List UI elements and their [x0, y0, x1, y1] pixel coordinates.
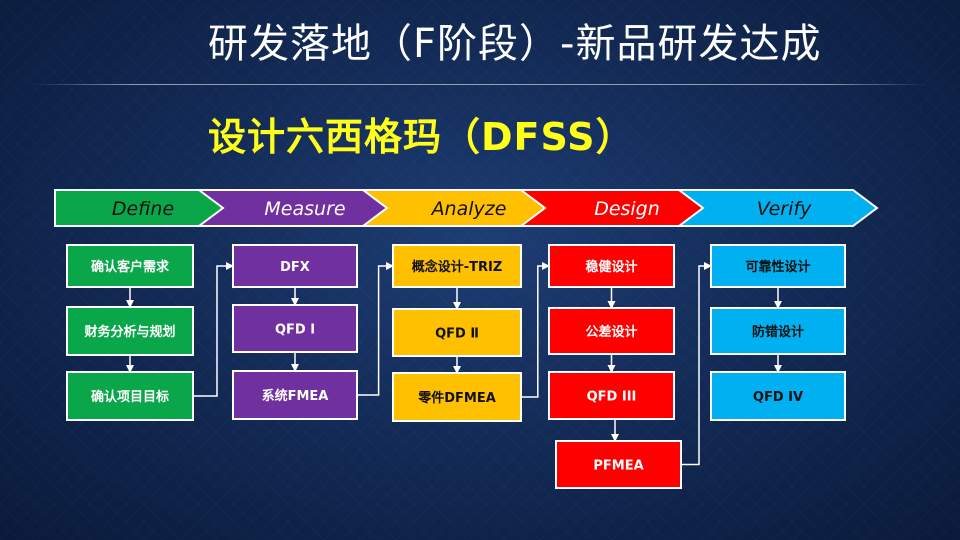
stage-label: Analyze — [430, 198, 507, 220]
process-box: 防错设计 — [710, 307, 846, 355]
elbow-connector — [681, 262, 712, 466]
process-box: PFMEA — [555, 440, 682, 489]
process-box: QFD Ⅰ — [232, 304, 358, 353]
process-box-label: 财务分析与规划 — [84, 324, 175, 340]
process-box-shape — [548, 307, 675, 355]
process-box-label: 稳健设计 — [585, 259, 637, 275]
process-box: QFD Ⅱ — [392, 308, 522, 357]
stage-chevron-shape — [676, 189, 879, 227]
process-box-label: QFD Ⅰ — [275, 323, 315, 338]
process-box-label: 零件DFMEA — [417, 390, 496, 406]
process-box-shape — [710, 307, 846, 355]
process-box: 概念设计-TRIZ — [392, 244, 522, 288]
process-box-label: 防错设计 — [752, 324, 804, 340]
process-box: 确认客户需求 — [66, 244, 194, 288]
process-box-shape — [66, 371, 194, 421]
process-box-shape — [66, 244, 194, 288]
process-box-label: 概念设计-TRIZ — [412, 259, 503, 275]
process-box-shape — [548, 244, 675, 288]
process-box-shape — [392, 244, 522, 288]
elbow-connector — [357, 262, 394, 396]
process-box-shape — [548, 371, 675, 420]
elbow-connector — [193, 262, 234, 397]
process-box: 财务分析与规划 — [66, 306, 194, 356]
process-box: 确认项目目标 — [66, 371, 194, 421]
process-box: 零件DFMEA — [392, 372, 522, 422]
process-box-shape — [66, 306, 194, 356]
process-box: QFD III — [548, 371, 675, 420]
process-box-label: QFD IV — [753, 390, 803, 405]
process-box-label: 确认项目目标 — [91, 389, 169, 405]
process-box-shape — [555, 440, 682, 489]
process-box: 公差设计 — [548, 307, 675, 355]
process-box: QFD IV — [710, 371, 846, 421]
process-box-label: 系统FMEA — [262, 388, 329, 404]
process-box-label: QFD III — [587, 390, 637, 405]
elbow-connector — [521, 262, 550, 398]
process-box: 系统FMEA — [232, 370, 358, 420]
process-box-shape — [392, 372, 522, 422]
stage-label: Define — [112, 198, 174, 220]
stage-analyze: Analyze — [360, 189, 565, 227]
process-box-label: DFX — [280, 260, 310, 275]
page-title: 研发落地（F阶段）-新品研发达成 — [208, 21, 822, 67]
process-box-label: 可靠性设计 — [745, 259, 810, 275]
process-box-shape — [710, 371, 846, 421]
process-box: 稳健设计 — [548, 244, 675, 288]
process-box-shape — [232, 244, 358, 288]
process-box: DFX — [232, 244, 358, 288]
process-box-shape — [710, 244, 846, 288]
stage-label: Measure — [264, 198, 345, 220]
process-box-label: 公差设计 — [585, 324, 637, 340]
process-box-label: PFMEA — [593, 459, 643, 474]
stage-label: Verify — [757, 198, 812, 220]
process-box: 可靠性设计 — [710, 244, 846, 288]
title-divider — [30, 84, 930, 85]
process-box-label: 确认客户需求 — [91, 259, 170, 275]
process-box-label: QFD Ⅱ — [435, 327, 479, 342]
stage-label: Design — [594, 198, 660, 220]
process-box-shape — [392, 308, 522, 357]
process-box-shape — [232, 370, 358, 420]
page-subtitle: 设计六西格玛（DFSS） — [208, 115, 635, 159]
stage-verify: Verify — [676, 189, 879, 227]
process-box-shape — [232, 304, 358, 353]
